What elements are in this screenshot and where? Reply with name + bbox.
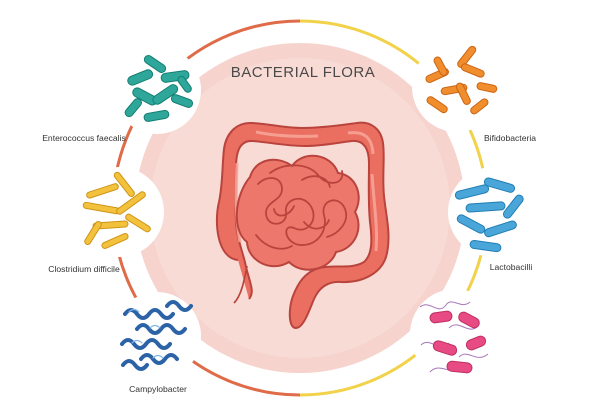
bacteria-label: Enterococcus faecalis [42, 133, 126, 143]
green-bacilli-icon [124, 55, 194, 122]
bacteria-clostridium-difficile: Clostridium difficile [48, 167, 164, 274]
bacteria-label: Campylobacter [129, 384, 187, 394]
bacteria-flagellated-pink [410, 289, 500, 379]
colon-highlight [234, 130, 379, 252]
blue-spiral-highlights [128, 308, 164, 359]
pink-flagellated-bacteria-icon [419, 301, 489, 374]
small-intestine-loops [255, 164, 348, 250]
blue-spiral-bacteria-icon [120, 300, 193, 371]
bacteria-label: Bifidobacteria [484, 133, 536, 143]
diagram-title: BACTERIAL FLORA [231, 64, 375, 81]
bacteria-campylobacter: Campylobacter [113, 292, 201, 394]
bacteria-lactobacilli: Lactobacilli [448, 167, 538, 272]
bacteria-enterococcus-faecalis: Enterococcus faecalis [42, 46, 201, 143]
bacteria-label: Lactobacilli [490, 262, 533, 272]
bacteria-bubble [113, 292, 201, 380]
bacteria-bubble [410, 289, 500, 379]
light-blue-bacilli-icon [454, 177, 524, 253]
colon [215, 121, 390, 329]
appendix [233, 265, 248, 304]
orange-branched-bacteria-icon [425, 45, 498, 115]
bacteria-label: Clostridium difficile [48, 264, 120, 274]
yellow-bacilli-icon [82, 171, 151, 249]
intestines-illustration [215, 121, 390, 329]
bacteria-bifidobacteria: Bifidobacteria [412, 42, 536, 143]
